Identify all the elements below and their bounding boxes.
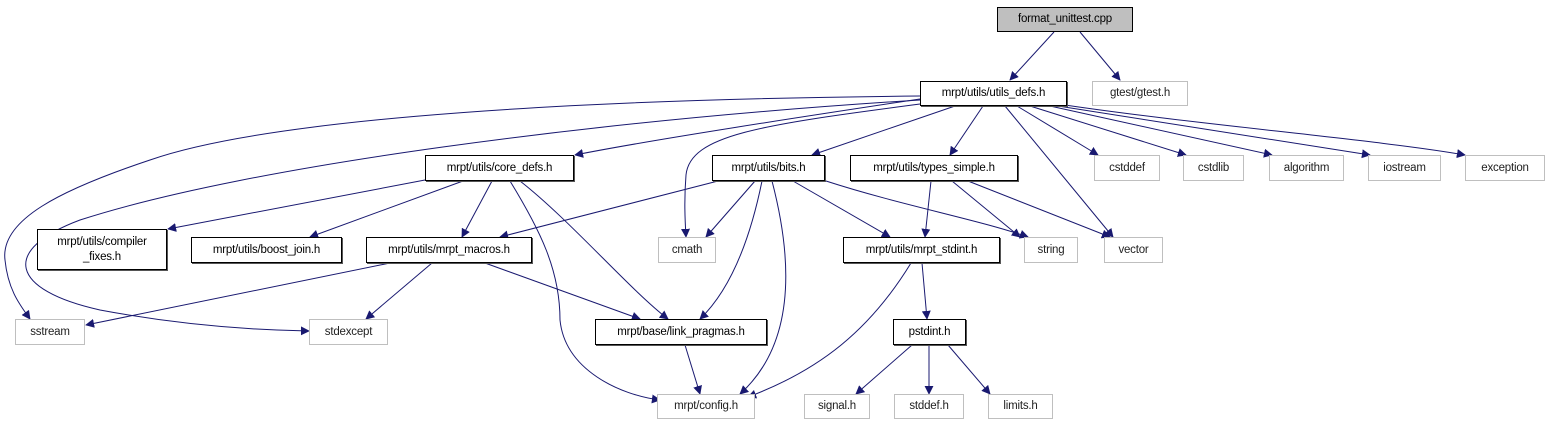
node-compiler-fixes[interactable]: mrpt/utils/compiler _fixes.h: [37, 229, 167, 270]
edge-utils_defs-to-sstream: [4, 95, 921, 320]
edge-utils_defs-to-vector: [1004, 105, 1114, 238]
edge-bits-to-string: [825, 180, 1029, 239]
node-signal[interactable]: signal.h: [804, 394, 870, 419]
edge-utils_defs-to-cstdlib: [1029, 105, 1187, 157]
edge-core_defs-to-compiler_fixes: [167, 179, 426, 232]
node-cmath[interactable]: cmath: [658, 237, 716, 263]
edge-utils_defs-to-types_simple: [949, 105, 984, 156]
edge-types_simple-to-vector: [967, 180, 1111, 239]
edge-pstdint-to-signal: [855, 344, 913, 395]
edge-core_defs-to-link_pragmas: [519, 180, 669, 320]
edge-pstdint-to-limits: [947, 344, 991, 395]
node-mrpt-stdint[interactable]: mrpt/utils/mrpt_stdint.h: [843, 237, 1000, 263]
edge-bits-to-mrpt_macros: [499, 180, 719, 240]
edge-mrpt_macros-to-stdexcept: [365, 262, 433, 320]
edge-utils_defs-to-cmath: [681, 103, 921, 238]
edge-types_simple-to-string: [951, 180, 1021, 238]
edge-core_defs-to-boost_join: [309, 180, 464, 239]
edge-utils_defs-to-core_defs: [574, 98, 921, 158]
edge-link_pragmas-to-config: [684, 344, 702, 395]
node-config[interactable]: mrpt/config.h: [657, 394, 755, 419]
edge-mrpt_stdint-to-pstdint: [921, 262, 931, 320]
edge-root-to-utils_defs: [1009, 31, 1055, 81]
edge-utils_defs-to-algorithm: [1049, 105, 1273, 158]
edge-bits-to-config: [739, 180, 787, 395]
node-boost-join[interactable]: mrpt/utils/boost_join.h: [191, 237, 342, 263]
node-stdexcept[interactable]: stdexcept: [309, 319, 388, 345]
node-utils-defs[interactable]: mrpt/utils/utils_defs.h: [920, 81, 1067, 106]
node-sstream[interactable]: sstream: [15, 319, 85, 345]
edge-bits-to-link_pragmas: [699, 180, 763, 320]
node-exception[interactable]: exception: [1465, 155, 1545, 181]
node-link-pragmas[interactable]: mrpt/base/link_pragmas.h: [595, 319, 767, 345]
node-bits[interactable]: mrpt/utils/bits.h: [712, 155, 825, 181]
node-root[interactable]: format_unittest.cpp: [997, 7, 1133, 32]
edge-utils_defs-to-bits: [811, 105, 956, 157]
node-cstdlib[interactable]: cstdlib: [1183, 155, 1244, 181]
edge-utils_defs-to-exception: [1064, 104, 1466, 159]
edge-bits-to-cmath: [705, 180, 756, 238]
edge-core_defs-to-config: [509, 180, 661, 404]
edge-core_defs-to-mrpt_macros: [461, 180, 493, 238]
edge-bits-to-mrpt_stdint: [792, 180, 891, 238]
edge-mrpt_macros-to-sstream: [85, 262, 391, 328]
node-stddef[interactable]: stddef.h: [894, 394, 964, 419]
node-algorithm[interactable]: algorithm: [1269, 155, 1344, 181]
edge-utils_defs-to-stdexcept: [25, 99, 921, 336]
node-mrpt-macros[interactable]: mrpt/utils/mrpt_macros.h: [366, 237, 532, 263]
node-gtest[interactable]: gtest/gtest.h: [1092, 81, 1188, 106]
node-cstddef[interactable]: cstddef: [1094, 155, 1160, 181]
edge-root-to-gtest: [1079, 31, 1121, 81]
edge-utils_defs-to-iostream: [1057, 105, 1371, 159]
edge-utils_defs-to-cstddef: [1016, 105, 1099, 156]
edge-mrpt_macros-to-link_pragmas: [484, 262, 641, 321]
node-vector[interactable]: vector: [1104, 237, 1163, 263]
edge-mrpt_stdint-to-config: [747, 262, 912, 399]
edge-types_simple-to-mrpt_stdint: [921, 180, 932, 238]
node-string[interactable]: string: [1024, 237, 1078, 263]
node-core-defs[interactable]: mrpt/utils/core_defs.h: [425, 155, 574, 181]
node-iostream[interactable]: iostream: [1368, 155, 1441, 181]
node-types-simple[interactable]: mrpt/utils/types_simple.h: [850, 155, 1018, 181]
node-pstdint[interactable]: pstdint.h: [893, 319, 966, 345]
node-limits[interactable]: limits.h: [988, 394, 1053, 419]
